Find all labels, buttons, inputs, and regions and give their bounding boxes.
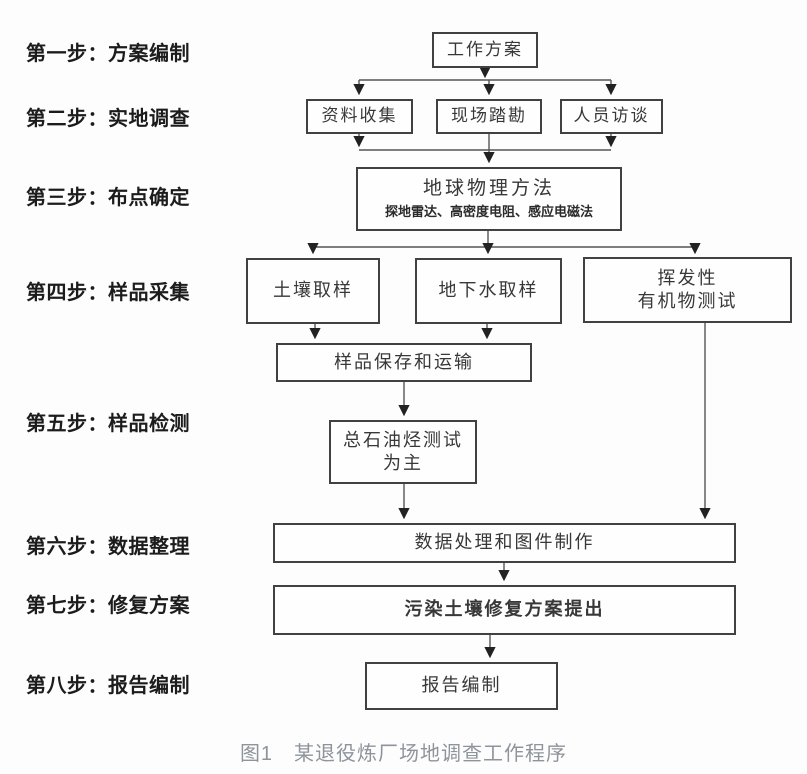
node-report: 报告编制: [365, 662, 558, 710]
node-soil-sampling: 土壤取样: [246, 258, 380, 324]
step-label-8: 第八步：报告编制: [26, 675, 190, 697]
node-voc-testing-line1: 挥发性: [657, 267, 718, 288]
step-label-5: 第五步：样品检测: [26, 413, 190, 435]
node-data-collection-label: 资料收集: [321, 106, 398, 126]
node-site-survey: 现场踏勘: [436, 99, 542, 134]
node-tph-testing-line1: 总石油烃测试: [343, 429, 463, 450]
step-label-7: 第七步：修复方案: [26, 595, 190, 617]
step-label-4: 第四步：样品采集: [26, 282, 190, 304]
node-remediation-plan-label: 污染土壤修复方案提出: [404, 599, 605, 620]
node-data-processing: 数据处理和图件制作: [273, 523, 736, 563]
node-voc-testing: 挥发性 有机物测试: [583, 257, 792, 323]
step-label-1: 第一步：方案编制: [26, 43, 190, 65]
node-sample-storage-label: 样品保存和运输: [334, 351, 474, 372]
step-label-2: 第二步：实地调查: [26, 108, 190, 130]
node-geophysics: 地球物理方法 探地雷达、高密度电阻、感应电磁法: [356, 167, 622, 231]
node-data-processing-label: 数据处理和图件制作: [414, 532, 595, 553]
node-work-plan-label: 工作方案: [447, 39, 523, 59]
node-sample-storage: 样品保存和运输: [276, 343, 532, 382]
step-label-6: 第六步：数据整理: [26, 536, 190, 558]
node-groundwater-sampling-label: 地下水取样: [438, 280, 539, 301]
node-geophysics-subtitle: 探地雷达、高密度电阻、感应电磁法: [384, 204, 593, 220]
node-tph-testing-line2: 为主: [383, 453, 423, 473]
node-interviews: 人员访谈: [560, 99, 663, 134]
node-site-survey-label: 现场踏勘: [451, 106, 527, 126]
node-remediation-plan: 污染土壤修复方案提出: [273, 585, 736, 635]
node-work-plan: 工作方案: [432, 32, 538, 68]
node-report-label: 报告编制: [421, 675, 502, 696]
node-data-collection: 资料收集: [306, 99, 413, 134]
node-tph-testing: 总石油烃测试 为主: [329, 420, 477, 484]
step-label-3: 第三步：布点确定: [26, 187, 190, 209]
node-voc-testing-line2: 有机物测试: [637, 291, 738, 311]
node-geophysics-title: 地球物理方法: [422, 177, 555, 199]
node-interviews-label: 人员访谈: [573, 106, 650, 126]
node-soil-sampling-label: 土壤取样: [273, 280, 353, 301]
figure-caption: 图1 某退役炼厂场地调查工作程序: [239, 743, 568, 765]
node-groundwater-sampling: 地下水取样: [415, 258, 562, 324]
